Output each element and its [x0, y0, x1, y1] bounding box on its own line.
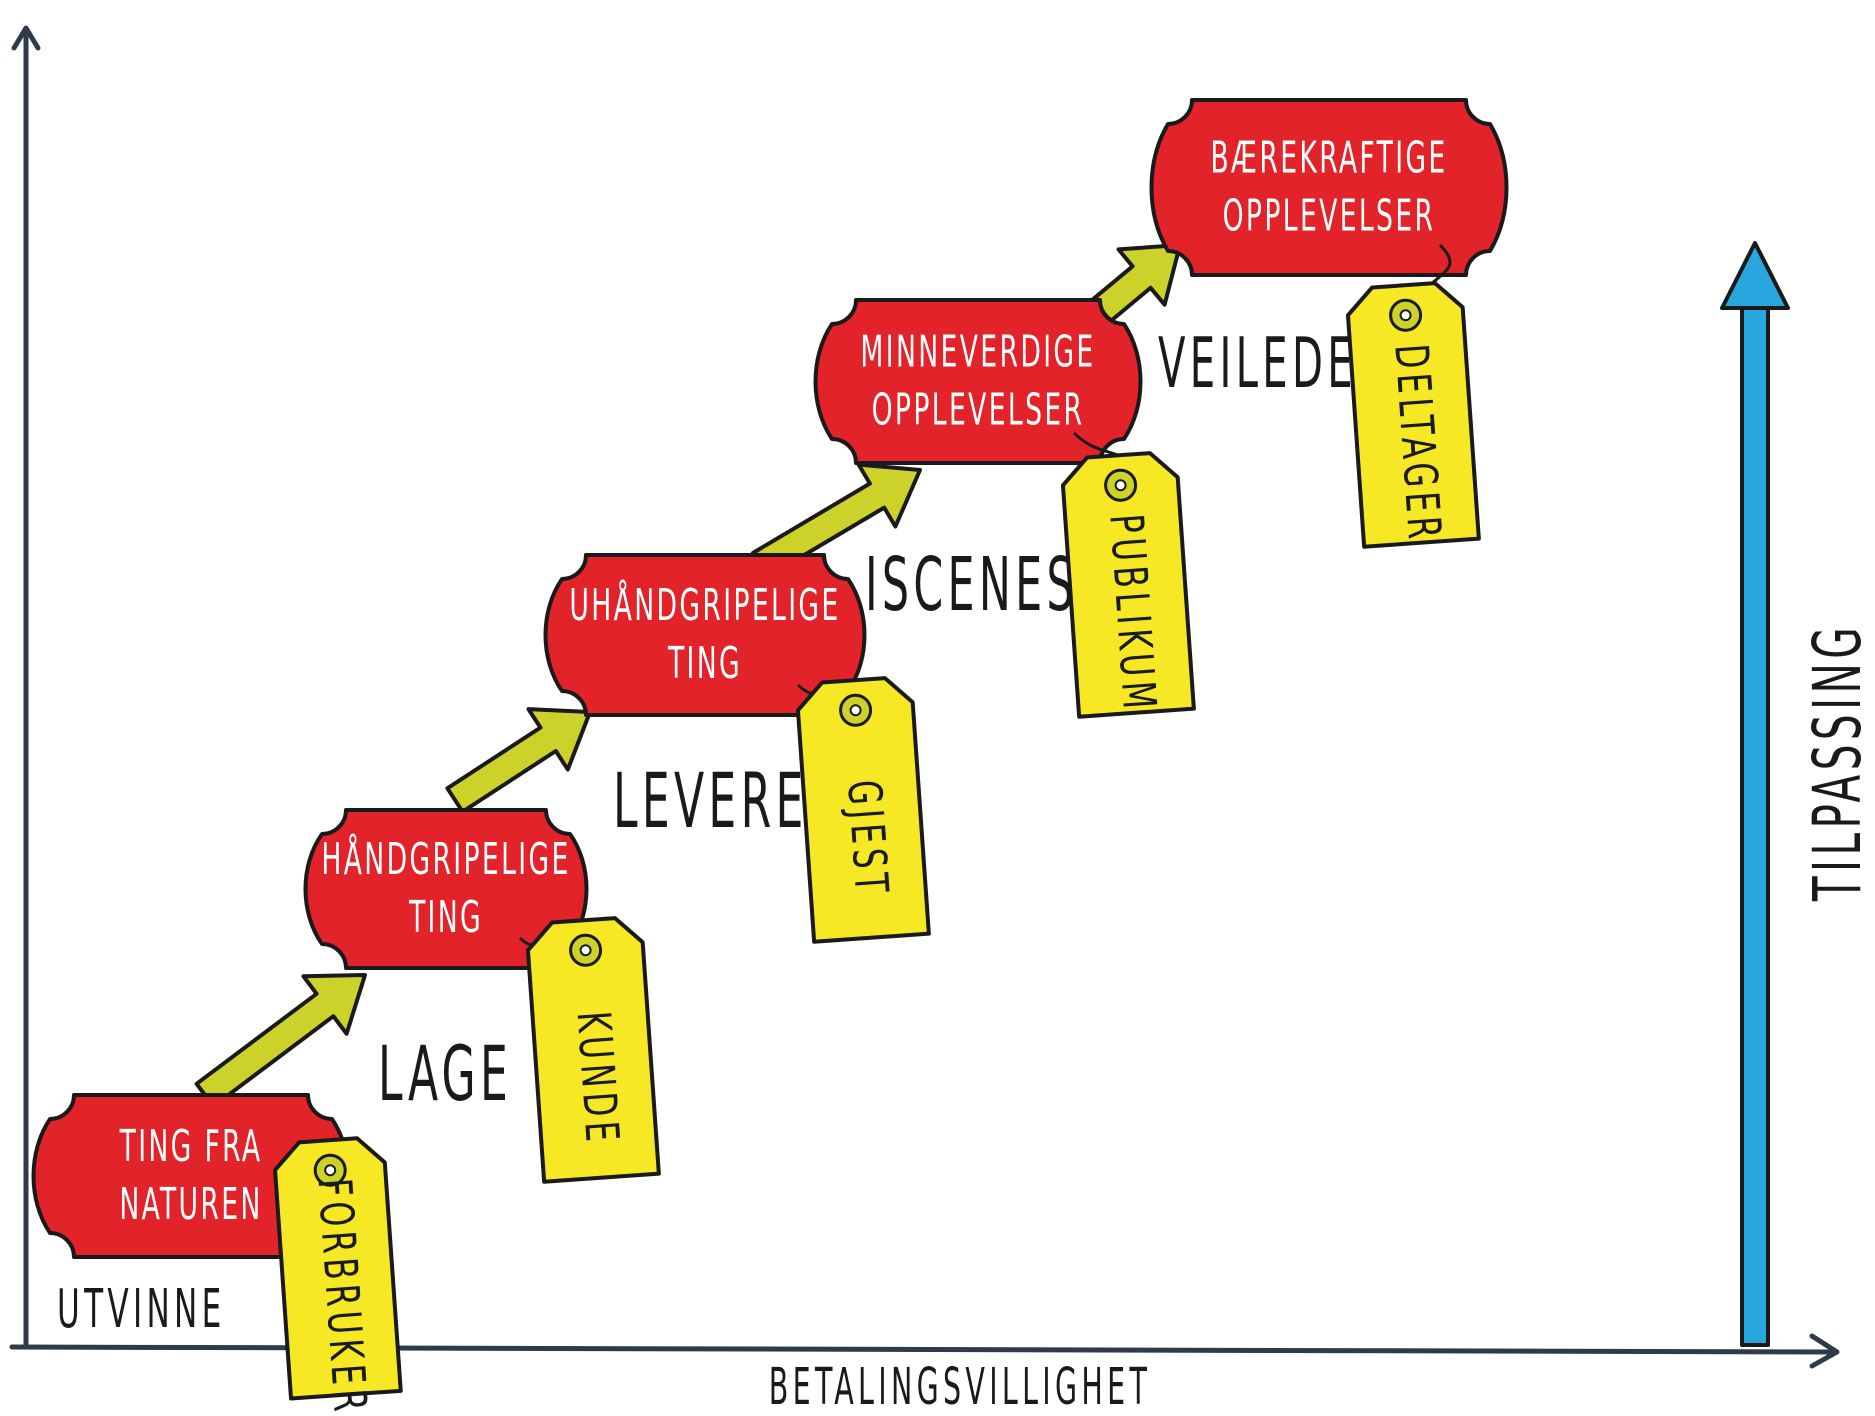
role-tag-body — [273, 1136, 403, 1401]
offering-label-line-2: NATUREN — [119, 1178, 262, 1229]
role-tag: KUNDE — [525, 916, 661, 1184]
role-label: KUNDE — [566, 1009, 629, 1147]
role-tag-body — [1060, 451, 1196, 719]
x-axis — [9, 1344, 1838, 1355]
offering-label-line-1: UHÅNDGRIPELIGE — [569, 579, 840, 630]
x-axis-label: BETALINGSVILLIGHET — [769, 1357, 1151, 1411]
role-tag: GJEST — [795, 676, 931, 944]
role-tag-body — [525, 916, 661, 1184]
tag-eyelet-hole — [324, 1164, 337, 1177]
stage-2: LAGE HÅNDGRIPELIGE TING KUNDE — [303, 808, 661, 1184]
step-arrow-3 — [750, 462, 922, 579]
action-label: LEVERE — [613, 758, 808, 846]
tag-eyelet-hole — [1114, 479, 1127, 492]
role-tag: FORBRUKER — [273, 1136, 403, 1416]
role-tag: DELTAGER — [1345, 281, 1481, 549]
step-arrow-1 — [194, 973, 367, 1109]
adaptation-arrow-head — [1720, 241, 1790, 310]
role-tag-body — [795, 676, 931, 944]
adaptation-label: TILPASSING — [1800, 623, 1875, 902]
offering-label-line-1: BÆREKRAFTIGE — [1210, 132, 1447, 183]
offering-label-line-2: TING — [408, 891, 483, 942]
offering-label-line-1: HÅNDGRIPELIGE — [321, 833, 570, 884]
role-label: GJEST — [837, 778, 899, 899]
adaptation-arrow-shaft — [1740, 303, 1770, 1347]
action-label: VEILEDE — [1158, 323, 1357, 404]
action-label: LAGE — [378, 1031, 512, 1119]
offering-label-line-1: MINNEVERDIGE — [860, 326, 1095, 377]
step-arrow-2 — [445, 707, 592, 814]
x-axis-arrowhead — [1809, 1333, 1840, 1369]
offering-label-line-1: TING FRA — [119, 1120, 263, 1171]
offering-banner — [813, 298, 1143, 465]
offering-banner — [1149, 98, 1509, 277]
offering-label-line-2: OPPLEVELSER — [1223, 190, 1436, 241]
role-tag-body — [1345, 281, 1481, 549]
tag-eyelet-hole — [849, 704, 862, 717]
y-axis-arrowhead — [11, 25, 41, 51]
stage-3: LEVERE UHÅNDGRIPELIGE TING GJEST — [543, 553, 931, 944]
action-label: UTVINNE — [57, 1277, 226, 1340]
tag-eyelet-hole — [579, 944, 592, 957]
stage-5: VEILEDE BÆREKRAFTIGE OPPLEVELSER DELTAGER — [1149, 98, 1509, 549]
offering-label-line-2: TING — [667, 637, 742, 688]
offering-label-line-2: OPPLEVELSER — [872, 384, 1085, 435]
tag-eyelet-hole — [1399, 309, 1412, 322]
adaptation-arrow: TILPASSING — [1720, 241, 1875, 1347]
role-tag: PUBLIKUM — [1060, 451, 1196, 719]
